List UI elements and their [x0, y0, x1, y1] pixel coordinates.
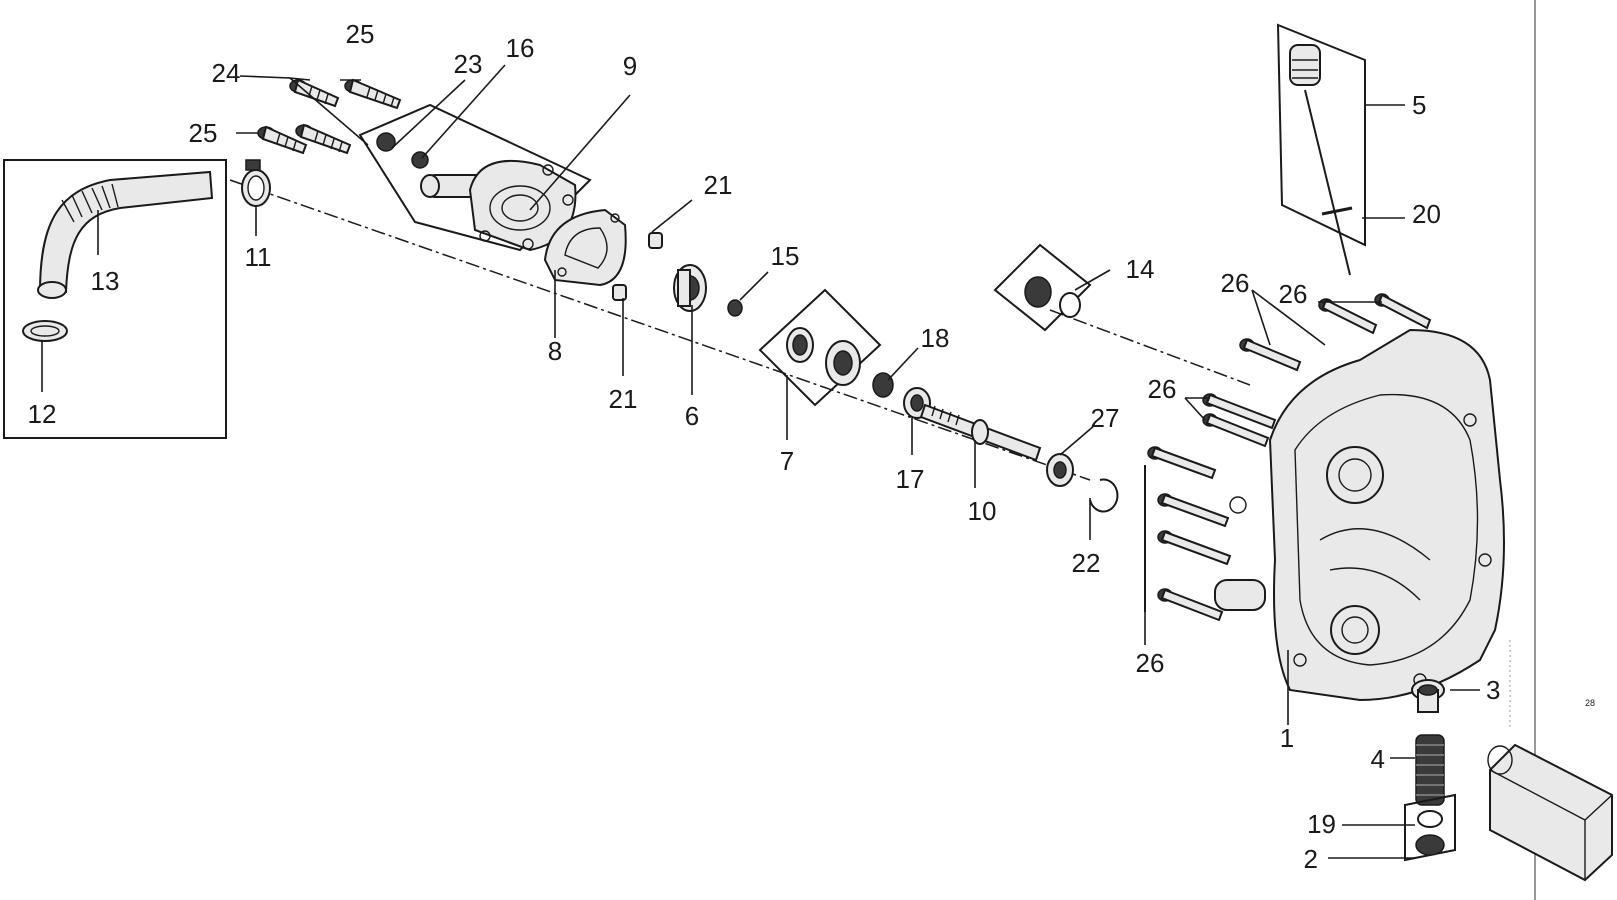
- hose-ribs: [61, 183, 119, 223]
- bolt-26-e: [1202, 413, 1270, 448]
- callout-19: 19: [1307, 809, 1336, 839]
- spring-4: [1415, 734, 1445, 806]
- callout-7: 7: [780, 446, 794, 476]
- mechanical-seal-7: [758, 288, 882, 407]
- callout-9: 9: [623, 51, 637, 81]
- callout-26-d: 26: [1136, 648, 1165, 678]
- clamp-11: [241, 159, 271, 207]
- leader-lines: [41, 64, 1480, 859]
- dowel-pin-21-top: [648, 232, 663, 249]
- breather-hose: [38, 170, 214, 293]
- callout-24: 24: [212, 58, 241, 88]
- callout-14: 14: [1126, 254, 1155, 284]
- callout-labels: 1 2 3 4 5 6 7 8 9 10 11 12 13 14 15 16 1…: [28, 19, 1595, 874]
- bolts-26: [1144, 293, 1432, 622]
- o-ring-19: [1417, 810, 1443, 828]
- bolt-26-h: [1157, 530, 1232, 566]
- cover-28: [1487, 743, 1613, 882]
- callout-12: 12: [28, 399, 57, 429]
- oil-seal-27: [1046, 453, 1074, 487]
- dowel-pins-21: [612, 232, 663, 301]
- callout-16: 16: [506, 33, 535, 63]
- oil-seal-axis-line: [1049, 309, 1251, 386]
- callout-21-bottom: 21: [609, 384, 638, 414]
- hose-end: [37, 281, 67, 299]
- bolt-26-g: [1157, 493, 1230, 528]
- callout-8: 8: [548, 336, 562, 366]
- dowel-pin-21-bottom: [612, 284, 627, 301]
- callout-2: 2: [1304, 844, 1318, 874]
- bolt-23: [376, 132, 396, 152]
- bolt-26-b: [1318, 298, 1378, 335]
- oil-seal-assembly-14: [993, 243, 1092, 332]
- assembly-frame-5: [1276, 23, 1366, 247]
- assembly-frame-19: [1404, 793, 1456, 862]
- dipstick-cap: [1289, 44, 1321, 86]
- crankcase-cover-1: [1214, 328, 1505, 702]
- pump-cover: [468, 159, 577, 252]
- callout-26-c: 26: [1148, 374, 1177, 404]
- callout-20: 20: [1412, 199, 1441, 229]
- bolt-26-f: [1147, 446, 1217, 480]
- callout-15: 15: [771, 241, 800, 271]
- callout-27: 27: [1091, 403, 1120, 433]
- bolts-24-25: [257, 78, 402, 155]
- callout-21-top: 21: [704, 170, 733, 200]
- callout-23: 23: [454, 49, 483, 79]
- drain-plug-3: [1411, 679, 1445, 713]
- callout-11: 11: [245, 242, 272, 272]
- callout-13: 13: [91, 266, 120, 296]
- callout-5: 5: [1412, 90, 1426, 120]
- bolt-26-c: [1239, 338, 1302, 372]
- dipstick-rod: [1304, 89, 1351, 276]
- callout-3: 3: [1486, 675, 1500, 705]
- callout-25-left: 25: [189, 118, 218, 148]
- washer-18: [872, 372, 894, 398]
- bolt-25-lower: [257, 125, 308, 155]
- callout-26-b: 26: [1279, 279, 1308, 309]
- circlip-22: [1089, 478, 1119, 513]
- pump-cover-assembly-9: [358, 103, 592, 252]
- callout-26-a: 26: [1221, 268, 1250, 298]
- hose-clamp-12: [22, 320, 68, 342]
- callout-25-top: 25: [346, 19, 375, 49]
- plug-2: [1415, 834, 1445, 856]
- pump-shaft-10: [919, 403, 1042, 462]
- assembly-axis-line: [229, 179, 1091, 481]
- hose-clamp-12-inner: [30, 325, 60, 337]
- callout-6: 6: [685, 401, 699, 431]
- bolt-26-i: [1157, 588, 1224, 622]
- callout-28: 28: [1585, 698, 1595, 708]
- assembly-frame-7: [758, 288, 882, 407]
- callout-17: 17: [896, 464, 925, 494]
- callout-18: 18: [921, 323, 950, 353]
- callout-4: 4: [1371, 744, 1385, 774]
- callout-10: 10: [968, 496, 997, 526]
- dipstick-oring-20: [1321, 206, 1353, 216]
- impeller-6: [673, 264, 707, 312]
- bolt-25-top: [344, 78, 402, 110]
- bolt-26-d: [1202, 393, 1277, 430]
- callout-1: 1: [1280, 723, 1294, 753]
- assembly-frame-14: [993, 243, 1092, 332]
- hose-box-frame: [3, 159, 227, 439]
- bolt-26-a: [1374, 293, 1432, 330]
- gasket-8: [543, 208, 627, 287]
- drain-parts: [1404, 679, 1456, 862]
- hose-assembly: [3, 159, 227, 439]
- callout-22: 22: [1072, 548, 1101, 578]
- dipstick-assembly-5: [1276, 23, 1366, 276]
- bolt-24-lower: [295, 123, 352, 155]
- washer-15: [727, 299, 743, 317]
